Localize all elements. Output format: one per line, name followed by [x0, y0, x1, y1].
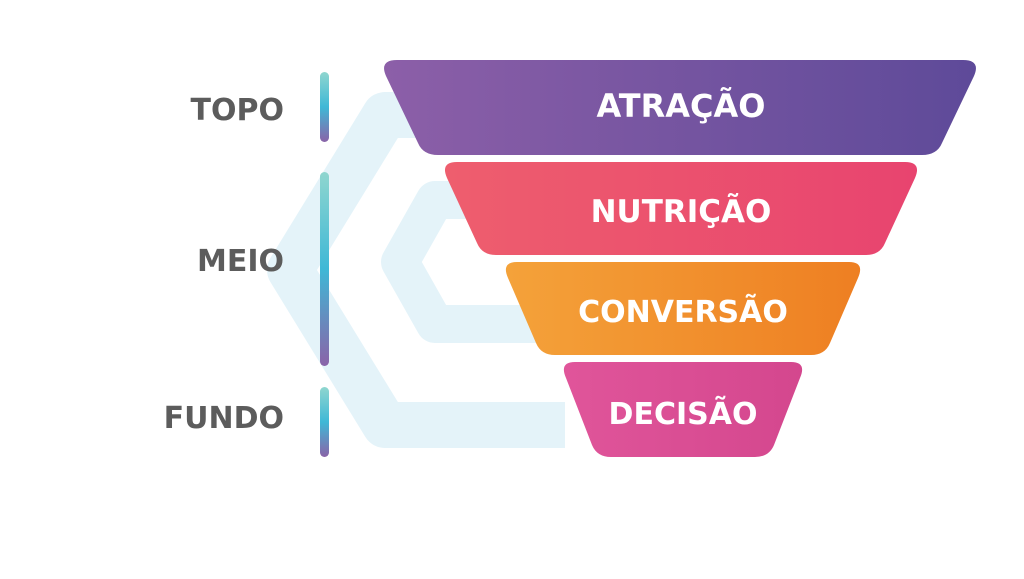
funnel-level-decisao: DECISÃO [563, 362, 803, 457]
funnel-level-conversao: CONVERSÃO [505, 262, 861, 355]
funnel-level-atracao: ATRAÇÃO [384, 60, 976, 155]
funnel-label-decisao: DECISÃO [609, 395, 758, 432]
stage-label-fundo: FUNDO [163, 401, 284, 436]
stage-label-meio: MEIO [196, 244, 284, 279]
funnel-level-nutricao: NUTRIÇÃO [444, 162, 918, 255]
stage-bar-topo [320, 72, 329, 142]
funnel-label-nutricao: NUTRIÇÃO [591, 193, 772, 230]
funnel-label-conversao: CONVERSÃO [578, 293, 788, 330]
stage-bar-fundo [320, 387, 329, 457]
funnel-label-atracao: ATRAÇÃO [597, 87, 766, 125]
stage-label-topo: TOPO [190, 93, 284, 128]
stage-bar-meio [320, 172, 329, 366]
